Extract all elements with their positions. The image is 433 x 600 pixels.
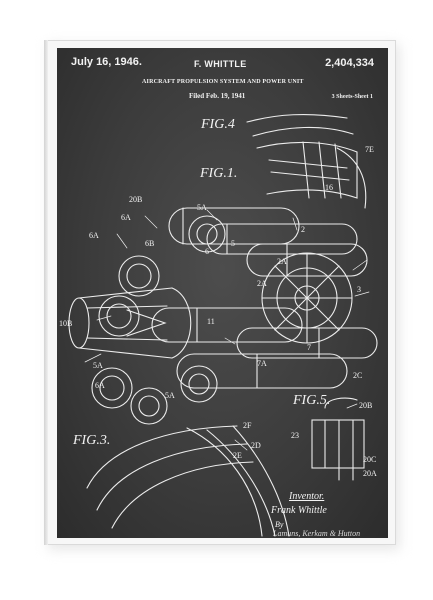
label-7a: 7A	[257, 359, 267, 368]
label-2a: 2A	[277, 257, 287, 266]
label-6a-3: 6A	[95, 381, 105, 390]
label-2e: 2E	[233, 451, 242, 460]
label-16: 16	[325, 183, 333, 192]
label-5a-3: 5A	[165, 391, 175, 400]
label-6: 6	[205, 247, 209, 256]
label-2f: 2F	[243, 421, 252, 430]
label-2c: 2C	[353, 371, 362, 380]
fig5-drawing	[311, 397, 365, 481]
sheet-count: 3 Sheets-Sheet 1	[331, 94, 373, 100]
filed-date: Filed Feb. 19, 1941	[189, 92, 246, 100]
label-5a-2: 5A	[93, 361, 103, 370]
chamber-end-caps	[91, 215, 226, 425]
central-jet-pipe	[68, 287, 192, 359]
patent-number: 2,404,334	[325, 57, 374, 69]
patent-date: July 16, 1946.	[71, 56, 142, 68]
label-20b-2: 20B	[359, 401, 372, 410]
by-label: By	[275, 520, 284, 529]
label-20b: 20B	[129, 195, 142, 204]
figure-3-label: FIG.3.	[73, 433, 111, 448]
part-labels: 20B 6A 5A 5 6B 6 6A 10B 5A 11 6A 2A 2 3 …	[59, 145, 377, 478]
label-20c: 20C	[363, 455, 376, 464]
fig4-drawing	[246, 113, 367, 209]
patent-title: AIRCRAFT PROPULSION SYSTEM AND POWER UNI…	[142, 79, 304, 85]
label-6b: 6B	[145, 239, 154, 248]
figure-4-label: FIG.4	[201, 117, 235, 132]
combustion-chambers	[151, 207, 378, 389]
label-2: 2	[301, 225, 305, 234]
label-20a: 20A	[363, 469, 377, 478]
inventor-name: Frank Whittle	[271, 505, 327, 516]
inventor-label: Inventor.	[289, 491, 325, 502]
label-5: 5	[231, 239, 235, 248]
label-3: 3	[357, 285, 361, 294]
label-2d: 2D	[251, 441, 261, 450]
attorney-signature: Lamuns, Kerkam & Hutton	[273, 529, 361, 538]
label-2a-2: 2A	[257, 279, 267, 288]
compressor-impeller	[261, 252, 353, 344]
label-5a: 5A	[197, 203, 207, 212]
frame-side-edge	[44, 40, 48, 545]
leader-lines	[84, 209, 370, 451]
label-7: 7	[307, 343, 311, 352]
label-10b: 10B	[59, 319, 72, 328]
label-6a-2: 6A	[89, 231, 99, 240]
inventor-header: F. WHITTLE	[194, 59, 247, 69]
figure-1-label: FIG.1.	[200, 166, 238, 181]
label-11: 11	[207, 317, 215, 326]
jet-engine-drawing: 20B 6A 5A 5 6B 6 6A 10B 5A 11 6A 2A 2 3 …	[59, 113, 378, 537]
label-6a: 6A	[121, 213, 131, 222]
figure-5-label: FIG.5.	[293, 393, 331, 408]
fig3-drawing	[86, 425, 290, 537]
chalkboard-patent-print: 20B 6A 5A 5 6B 6 6A 10B 5A 11 6A 2A 2 3 …	[57, 48, 388, 538]
label-23: 23	[291, 431, 299, 440]
label-7e: 7E	[365, 145, 374, 154]
